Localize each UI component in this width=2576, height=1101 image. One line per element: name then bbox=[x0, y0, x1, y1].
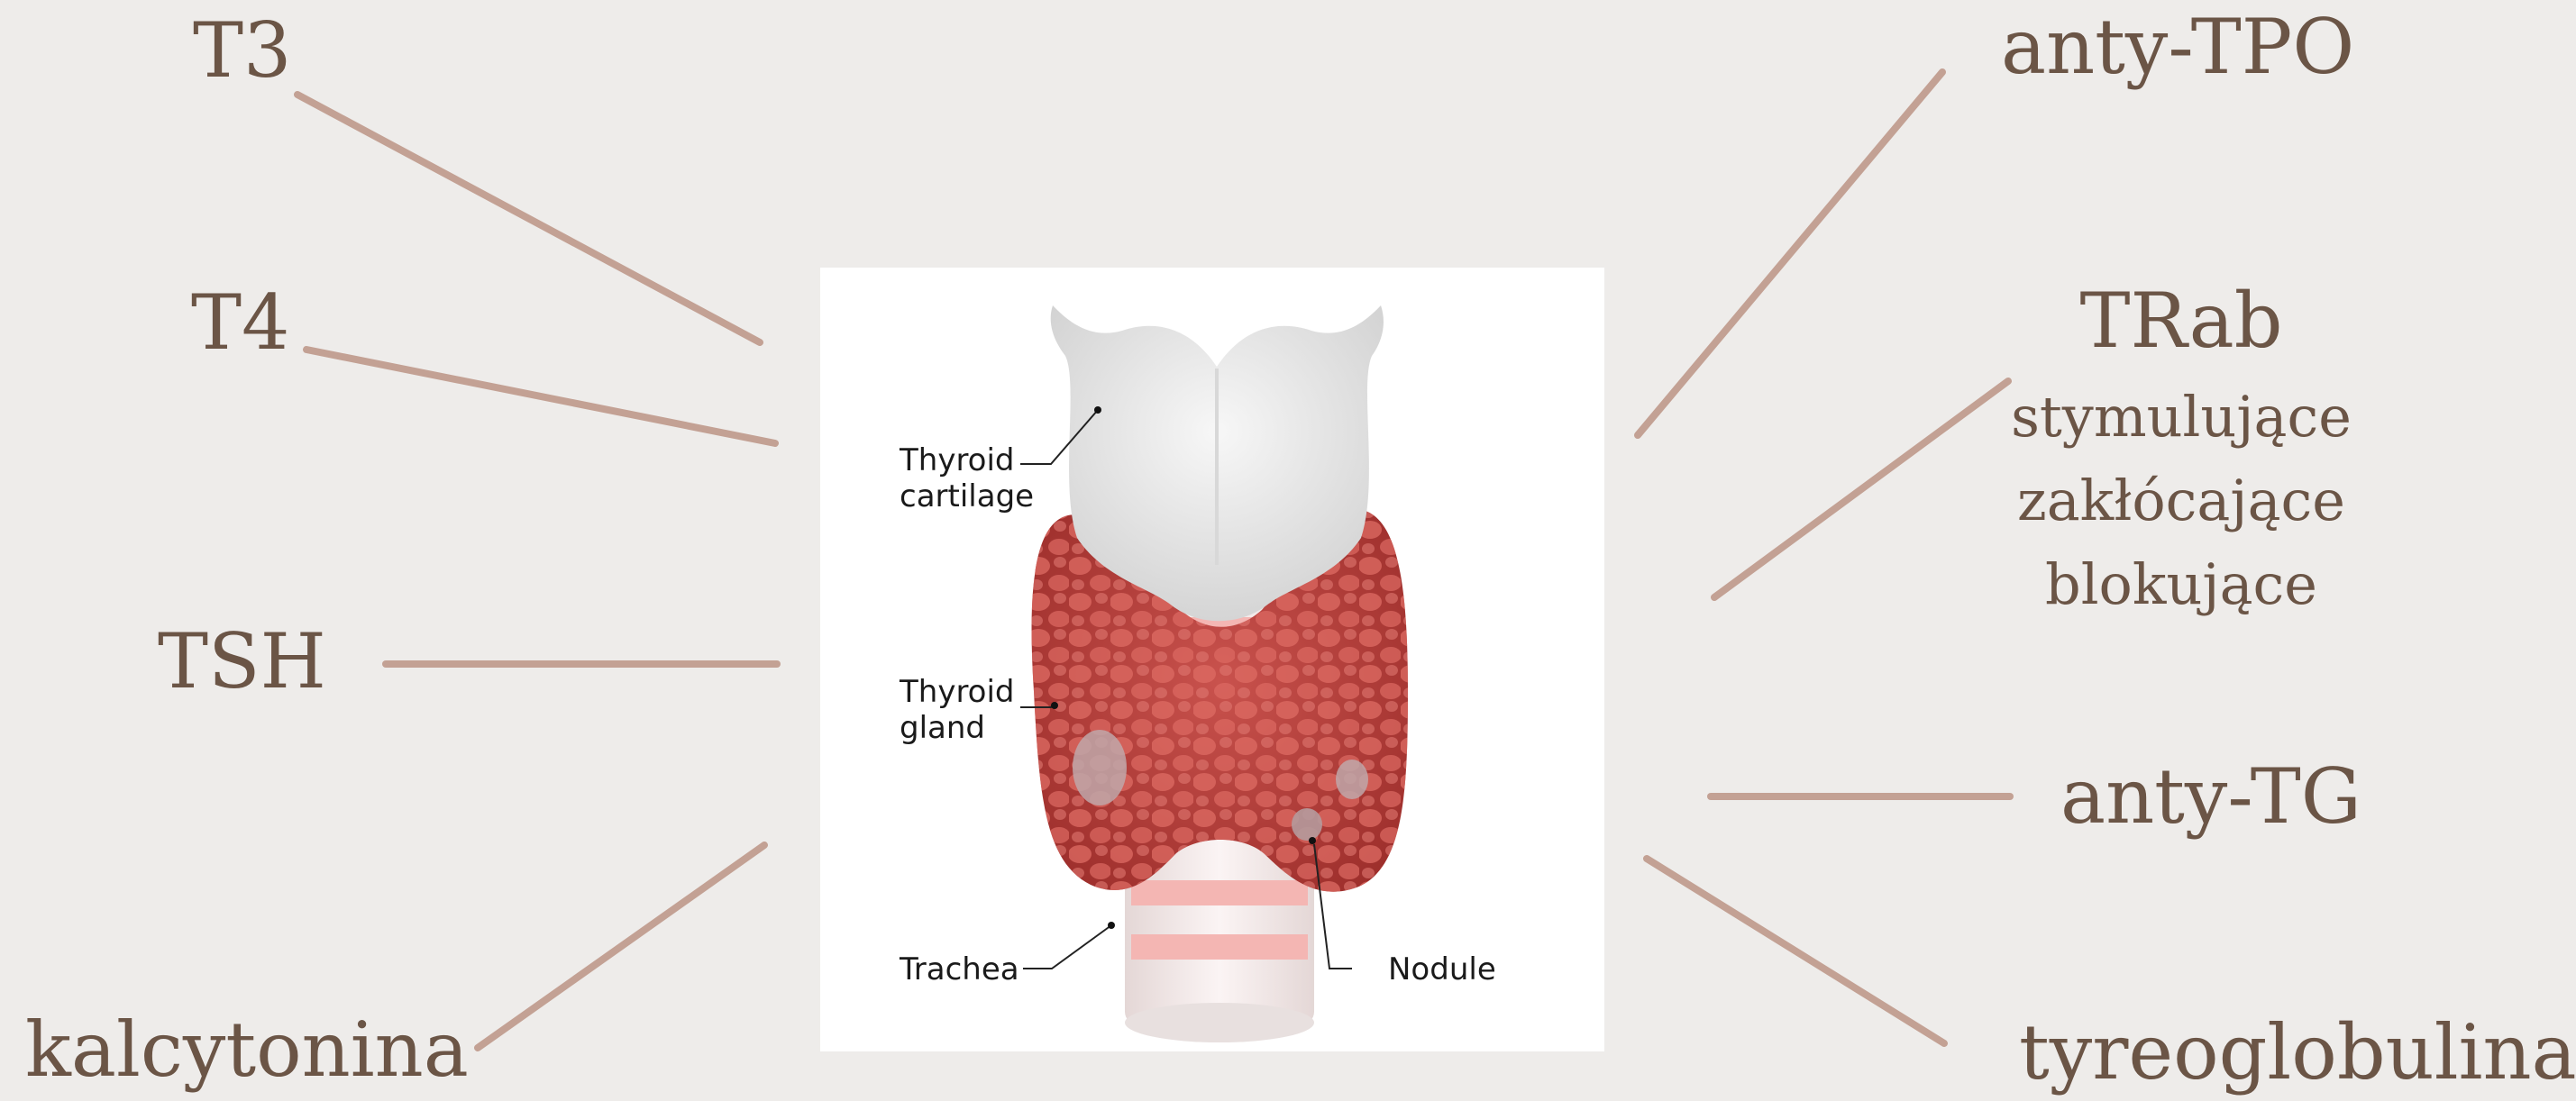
label-t4: T4 bbox=[191, 285, 289, 360]
fig-label-thyroid-cartilage-2: cartilage bbox=[900, 478, 1034, 514]
label-tsh: TSH bbox=[158, 623, 326, 699]
connector-trab bbox=[1714, 381, 2008, 597]
connector-kalcytonina bbox=[478, 845, 764, 1048]
connector-t3 bbox=[297, 95, 760, 342]
label-trab-blokujace: blokujące bbox=[2045, 557, 2317, 613]
label-anty-tpo: anty-TPO bbox=[2001, 9, 2354, 85]
label-trab-zaklocajace: zakłócające bbox=[2017, 473, 2345, 529]
label-t3: T3 bbox=[193, 13, 291, 88]
label-trab-stymulujace: stymulujące bbox=[2011, 389, 2352, 445]
label-anty-tg: anty-TG bbox=[2060, 759, 2361, 834]
thyroid-illustration: Thyroid cartilage Thyroid gland Trachea … bbox=[820, 268, 1604, 1051]
connector-t4 bbox=[306, 350, 775, 443]
nodule-left bbox=[1073, 730, 1127, 805]
connector-tyreoglobulina bbox=[1647, 859, 1944, 1043]
fig-label-thyroid-cartilage-1: Thyroid bbox=[899, 442, 1015, 478]
label-tyreoglobulina: tyreoglobulina bbox=[2019, 1015, 2576, 1090]
label-trab: TRab bbox=[2079, 283, 2282, 359]
fig-label-trachea: Trachea bbox=[899, 951, 1019, 987]
fig-label-thyroid-gland-2: gland bbox=[900, 710, 985, 746]
connector-anty-tpo bbox=[1638, 72, 1942, 435]
fig-label-thyroid-gland-1: Thyroid bbox=[899, 674, 1015, 710]
thyroid-drawing: Thyroid cartilage Thyroid gland Trachea … bbox=[820, 268, 1604, 1051]
fig-label-nodule: Nodule bbox=[1388, 951, 1496, 987]
nodule-right-lower bbox=[1292, 808, 1322, 841]
label-kalcytonina: kalcytonina bbox=[25, 1012, 469, 1087]
nodule-right-upper bbox=[1336, 760, 1368, 799]
